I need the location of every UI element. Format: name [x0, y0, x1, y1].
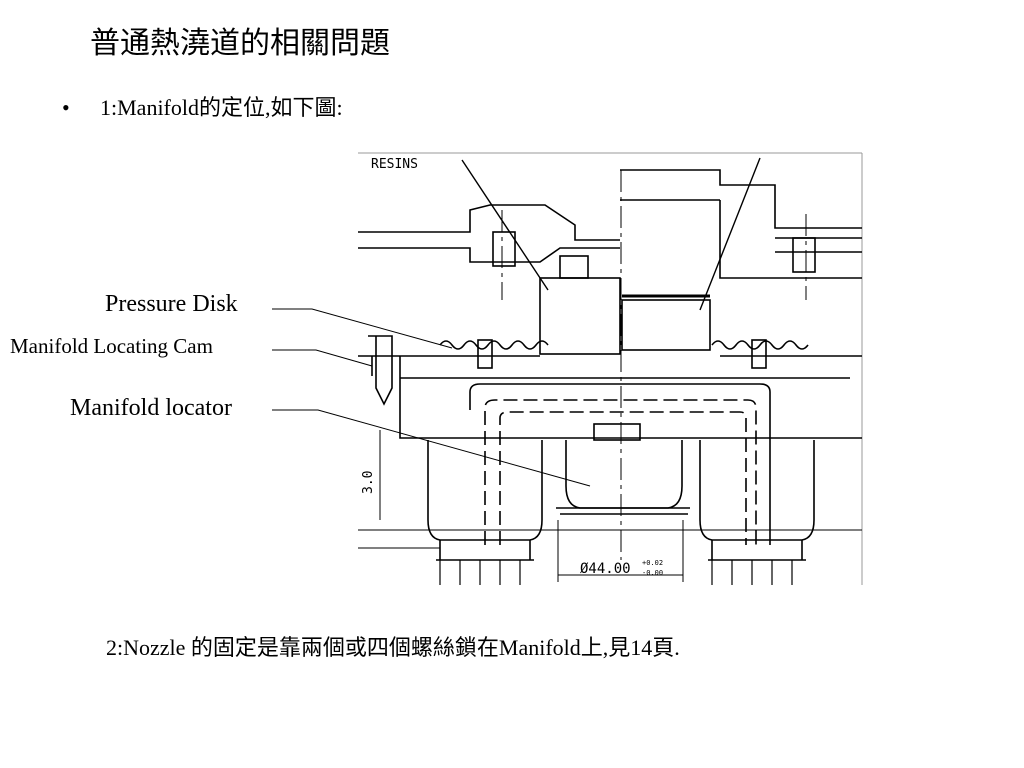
screw-head-left [492, 231, 516, 267]
manifold-channel-core [499, 411, 747, 545]
dim-tol-upper: +0.02 [642, 559, 663, 567]
bullet-item-2: 2:Nozzle 的固定是靠兩個或四個螺絲鎖在Manifold上,見14頁. [106, 635, 680, 660]
dim-diameter-label: Ø44.00 [580, 561, 631, 577]
bullet-item-1: • 1:Manifold的定位,如下圖: [62, 92, 343, 124]
top-plate-left-lower [358, 247, 620, 263]
leader-locating-cam [272, 349, 373, 367]
callout-pressure-disk: Pressure Disk [105, 291, 238, 317]
resin-arrow-left [461, 159, 549, 291]
dim-tol-lower: -0.00 [642, 569, 663, 577]
top-plate-left [358, 204, 620, 241]
spring-left [439, 340, 549, 350]
bullet-1-text: 1:Manifold的定位,如下圖: [100, 95, 343, 120]
manifold-locator [565, 440, 683, 509]
manifold-channel-inner [484, 399, 757, 545]
resin-arrow-right [699, 157, 761, 311]
spring-right [711, 340, 809, 350]
manifold-channel-outer [469, 383, 771, 545]
top-plate-right [775, 237, 862, 253]
pressure-disk-left [539, 277, 621, 355]
sprue-block [620, 169, 862, 279]
leader-manifold-locator [272, 409, 591, 487]
slide-title: 普通熱澆道的相關問題 [90, 27, 390, 60]
locating-cam [368, 335, 393, 406]
nozzle-right-tip [708, 540, 806, 561]
resin-label: RESINS [371, 157, 418, 172]
pressure-disk-left-cap [559, 255, 589, 279]
nozzle-left-tip [436, 540, 534, 561]
bullet-dot: • [62, 95, 70, 120]
manifold-body [399, 356, 862, 439]
nozzle-right [699, 440, 815, 541]
callout-manifold-locating-cam: Manifold Locating Cam [10, 334, 213, 358]
pressure-disk-right [621, 299, 711, 351]
dim-height-label: 3.0 [361, 471, 376, 494]
leader-pressure-disk [272, 308, 453, 349]
callout-manifold-locator: Manifold locator [70, 395, 232, 421]
screw-head-right [792, 237, 816, 273]
nozzle-left [427, 440, 543, 541]
